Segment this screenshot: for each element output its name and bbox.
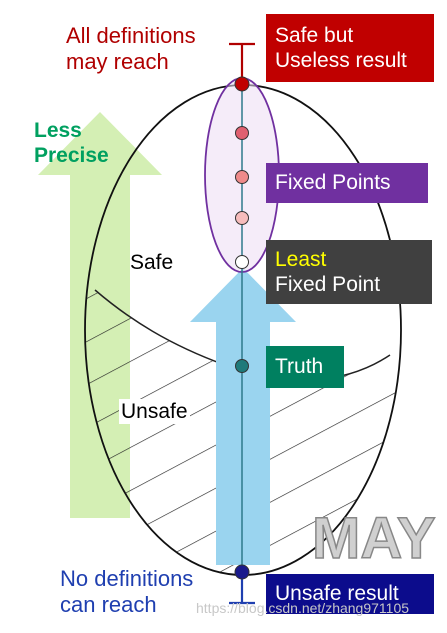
top-node — [234, 76, 250, 92]
safe-but-useless-line-2: Useless result — [275, 49, 407, 72]
fixed-point-node-1 — [235, 126, 249, 140]
least-text: Least — [275, 247, 327, 271]
less-precise-line-2: Precise — [34, 144, 109, 168]
unsafe-result-text: Unsafe result — [275, 582, 399, 606]
less-precise-label: Less Precise — [34, 118, 109, 168]
truth-node — [235, 359, 249, 373]
bottom-node — [234, 564, 250, 580]
may-watermark: MAY — [312, 506, 436, 571]
bottom-label-line-1: No definitions — [60, 566, 194, 591]
top-label-line-1: All definitions — [66, 23, 196, 48]
url-watermark: https://blog.csdn.net/zhang971105 — [196, 600, 410, 616]
bottom-label-line-2: can reach — [60, 592, 157, 618]
safe-but-useless-box: Safe but Useless result — [266, 14, 434, 82]
fixed-points-box: Fixed Points — [266, 163, 428, 203]
fixed-point-node-2 — [235, 170, 249, 184]
unsafe-region-label: Unsafe — [119, 399, 190, 425]
top-label: All definitions may reach — [66, 23, 196, 76]
top-label-line-2: may reach — [66, 49, 169, 75]
safe-region-label: Safe — [130, 251, 174, 274]
fixed-points-text: Fixed Points — [275, 171, 391, 195]
bottom-label: No definitions can reach — [60, 566, 193, 619]
least-fixed-point-node — [235, 255, 249, 269]
truth-text: Truth — [275, 355, 324, 379]
iteration-arrow — [190, 268, 296, 565]
fixed-point-node-3 — [235, 211, 249, 225]
unsafe-result-box: Unsafe result — [266, 574, 434, 614]
safe-but-useless-line-1: Safe but — [275, 23, 354, 47]
least-fixed-point-box: Least Fixed Point — [266, 240, 432, 304]
fixed-point-text: Fixed Point — [275, 273, 381, 296]
less-precise-line-1: Less — [34, 119, 82, 142]
truth-box: Truth — [266, 346, 344, 388]
